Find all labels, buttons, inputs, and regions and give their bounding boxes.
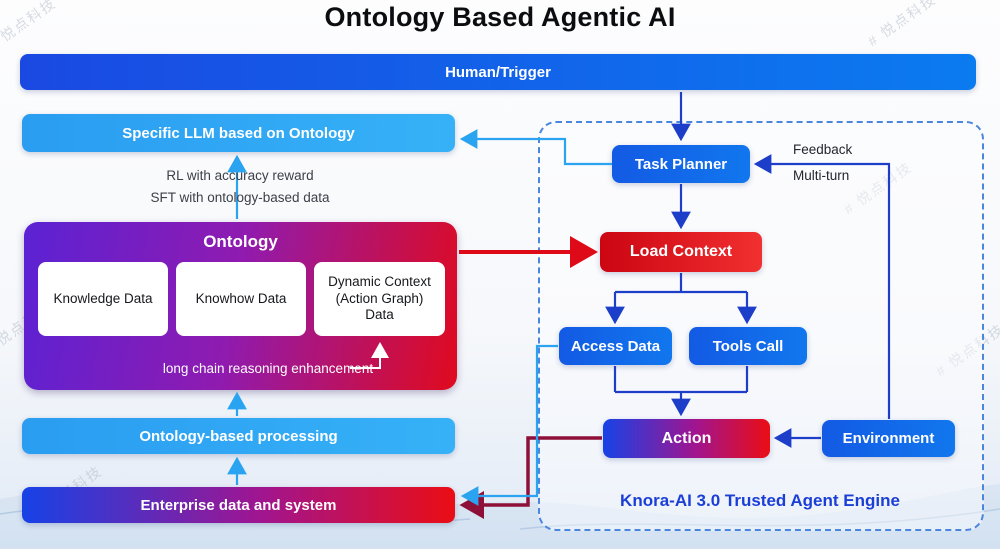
long-chain-note: long chain reasoning enhancement (162, 361, 374, 376)
multi-turn-label: Multi-turn (793, 168, 850, 183)
knowhow-data-card: Knowhow Data (176, 262, 306, 336)
rl-note: RL with accuracy reward (166, 168, 314, 183)
ontology-title: Ontology (203, 232, 278, 251)
engine-caption: Knora-AI 3.0 Trusted Agent Engine (620, 491, 900, 510)
ontology-group: Ontology Knowledge Data Knowhow Data Dyn… (24, 222, 457, 390)
feedback-label: Feedback (793, 142, 853, 157)
sft-note: SFT with ontology-based data (150, 190, 330, 205)
ontology-processing-node: Ontology-based processing (22, 418, 455, 454)
action-node: Action (603, 419, 770, 458)
load-context-node: Load Context (600, 232, 762, 272)
access-data-node: Access Data (559, 327, 672, 365)
agent-engine-panel (538, 121, 984, 531)
environment-node: Environment (822, 420, 955, 457)
specific-llm-node: Specific LLM based on Ontology (22, 114, 455, 152)
enterprise-data-node: Enterprise data and system (22, 487, 455, 523)
task-planner-node: Task Planner (612, 145, 750, 183)
dynamic-context-card: Dynamic Context (Action Graph) Data (314, 262, 445, 336)
human-trigger-node: Human/Trigger (20, 54, 976, 90)
diagram-title: Ontology Based Agentic AI (324, 2, 676, 32)
tools-call-node: Tools Call (689, 327, 807, 365)
knowledge-data-card: Knowledge Data (38, 262, 168, 336)
